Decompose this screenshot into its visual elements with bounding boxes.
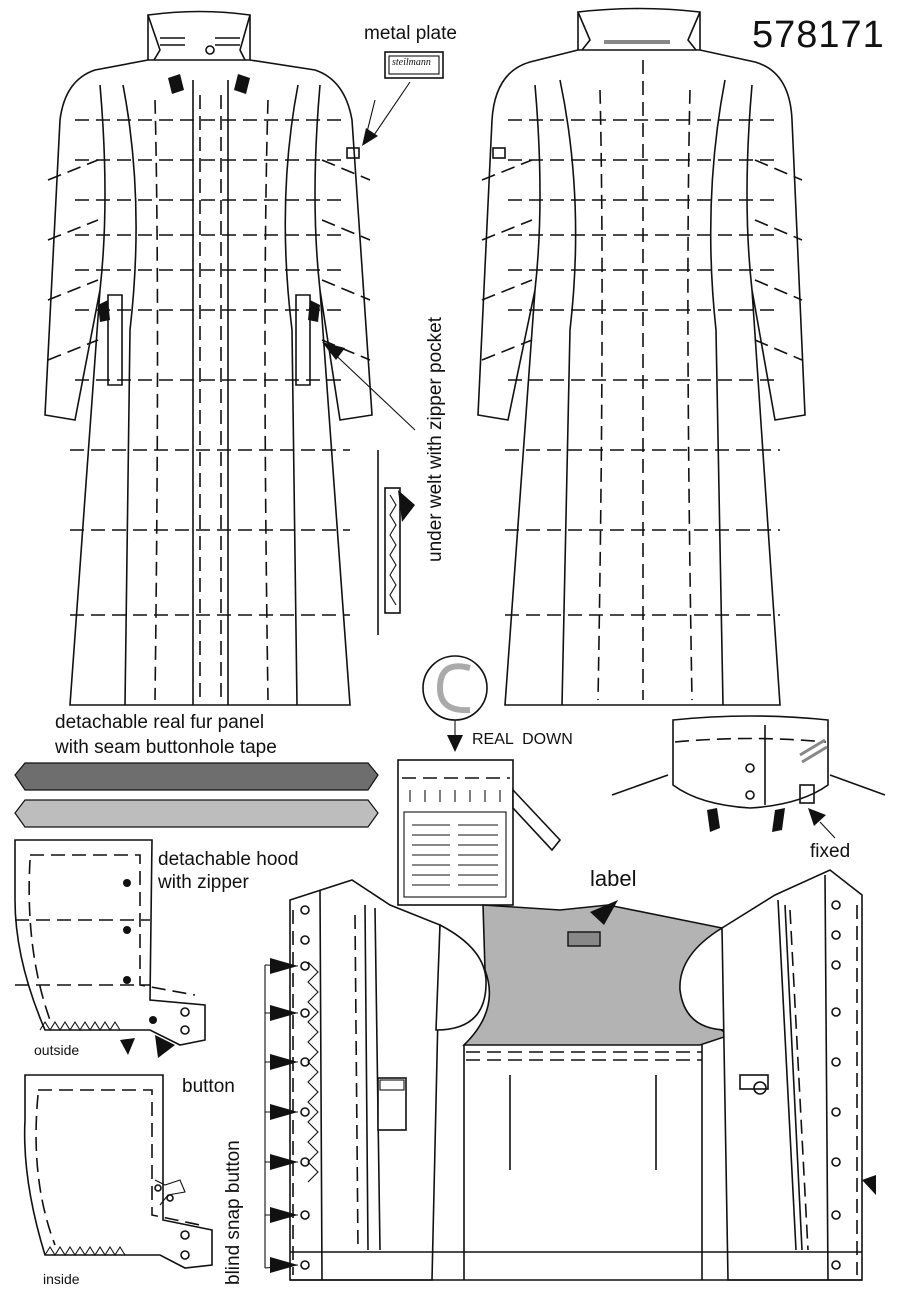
front-collar (147, 10, 251, 71)
hood-inside (23, 1074, 213, 1269)
hood-outside (14, 839, 206, 1058)
fur-panel-light (14, 799, 379, 828)
fur-panel-label-1: detachable real fur panel (55, 712, 265, 733)
plate-brand-text: steilmann (392, 57, 431, 68)
metal-plate-label: metal plate (364, 23, 457, 44)
real-down-label: REAL DOWN (472, 731, 573, 748)
hood-label-2: with zipper (158, 872, 249, 893)
coat-back (477, 7, 806, 706)
snap-buttons-right (831, 900, 841, 1270)
coat-inside-open (264, 869, 876, 1281)
outside-label: outside (34, 1042, 80, 1058)
coat-front (44, 10, 373, 706)
fur-panel-dark (14, 762, 379, 791)
front-placket (192, 80, 229, 705)
left-pocket (107, 294, 123, 386)
button-label: button (182, 1076, 235, 1097)
under-welt-label: under welt with zipper pocket (425, 316, 446, 562)
real-down-tag (397, 655, 562, 906)
blind-snap-label: blind snap button (223, 1140, 244, 1285)
collar-detail (611, 715, 886, 839)
right-pocket (295, 294, 311, 386)
fur-panel-label-2: with seam buttonhole tape (55, 737, 277, 758)
inside-label: inside (43, 1271, 80, 1287)
label-label: label (590, 866, 637, 891)
hood-label-1: detachable hood (158, 849, 299, 870)
snap-buttons-left (300, 905, 310, 1270)
metal-plate-callout (362, 51, 444, 146)
fixed-label: fixed (810, 841, 851, 862)
front-body (44, 59, 373, 706)
fur-panels (14, 762, 379, 828)
style-number: 578171 (752, 14, 885, 56)
under-welt-detail (322, 342, 416, 635)
